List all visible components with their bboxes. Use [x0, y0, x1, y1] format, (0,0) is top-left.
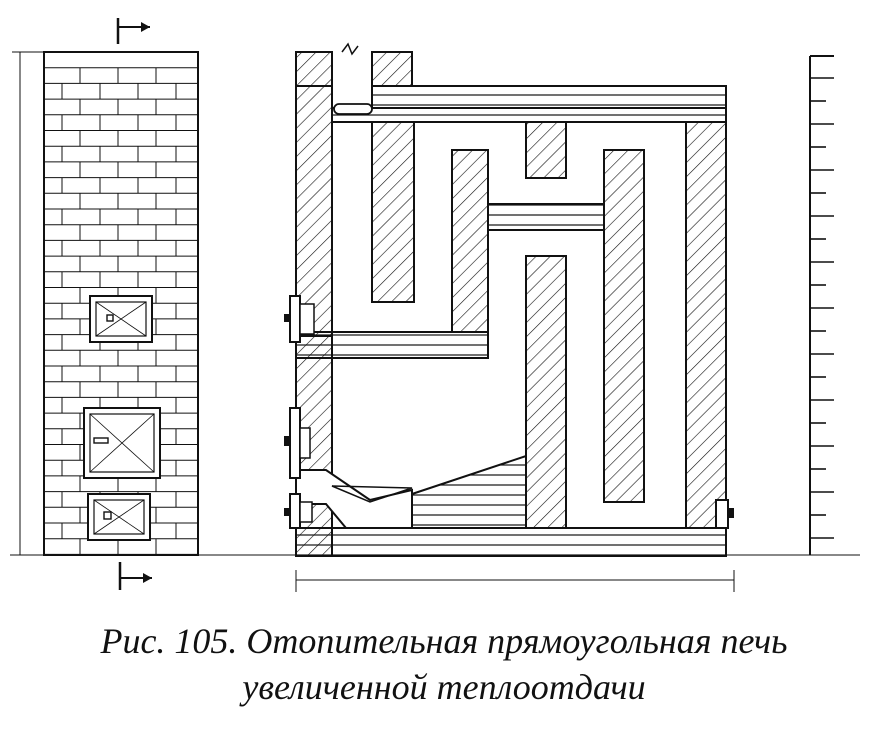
upper-door — [89, 295, 153, 343]
caption-line-1: Рис. 105. Отопительная прямоугольная печ… — [100, 621, 788, 661]
section-marker-bottom — [118, 562, 152, 590]
section-marker-top — [116, 18, 150, 44]
caption-line-2: увеличенной теплоотдачи — [242, 667, 646, 707]
figure-caption: Рис. 105. Отопительная прямоугольная печ… — [0, 618, 888, 710]
firebox-door — [83, 407, 161, 479]
section-view — [284, 42, 735, 592]
section-door-firebox — [284, 407, 311, 479]
section-door-upper — [284, 295, 315, 343]
section-cleanout-right — [715, 499, 734, 529]
side-wall-courses — [810, 77, 834, 539]
side-wall — [809, 55, 834, 555]
stove-drawing — [10, 18, 860, 592]
section-door-ash — [284, 493, 313, 529]
ash-door — [87, 493, 151, 541]
front-elevation — [10, 18, 860, 590]
